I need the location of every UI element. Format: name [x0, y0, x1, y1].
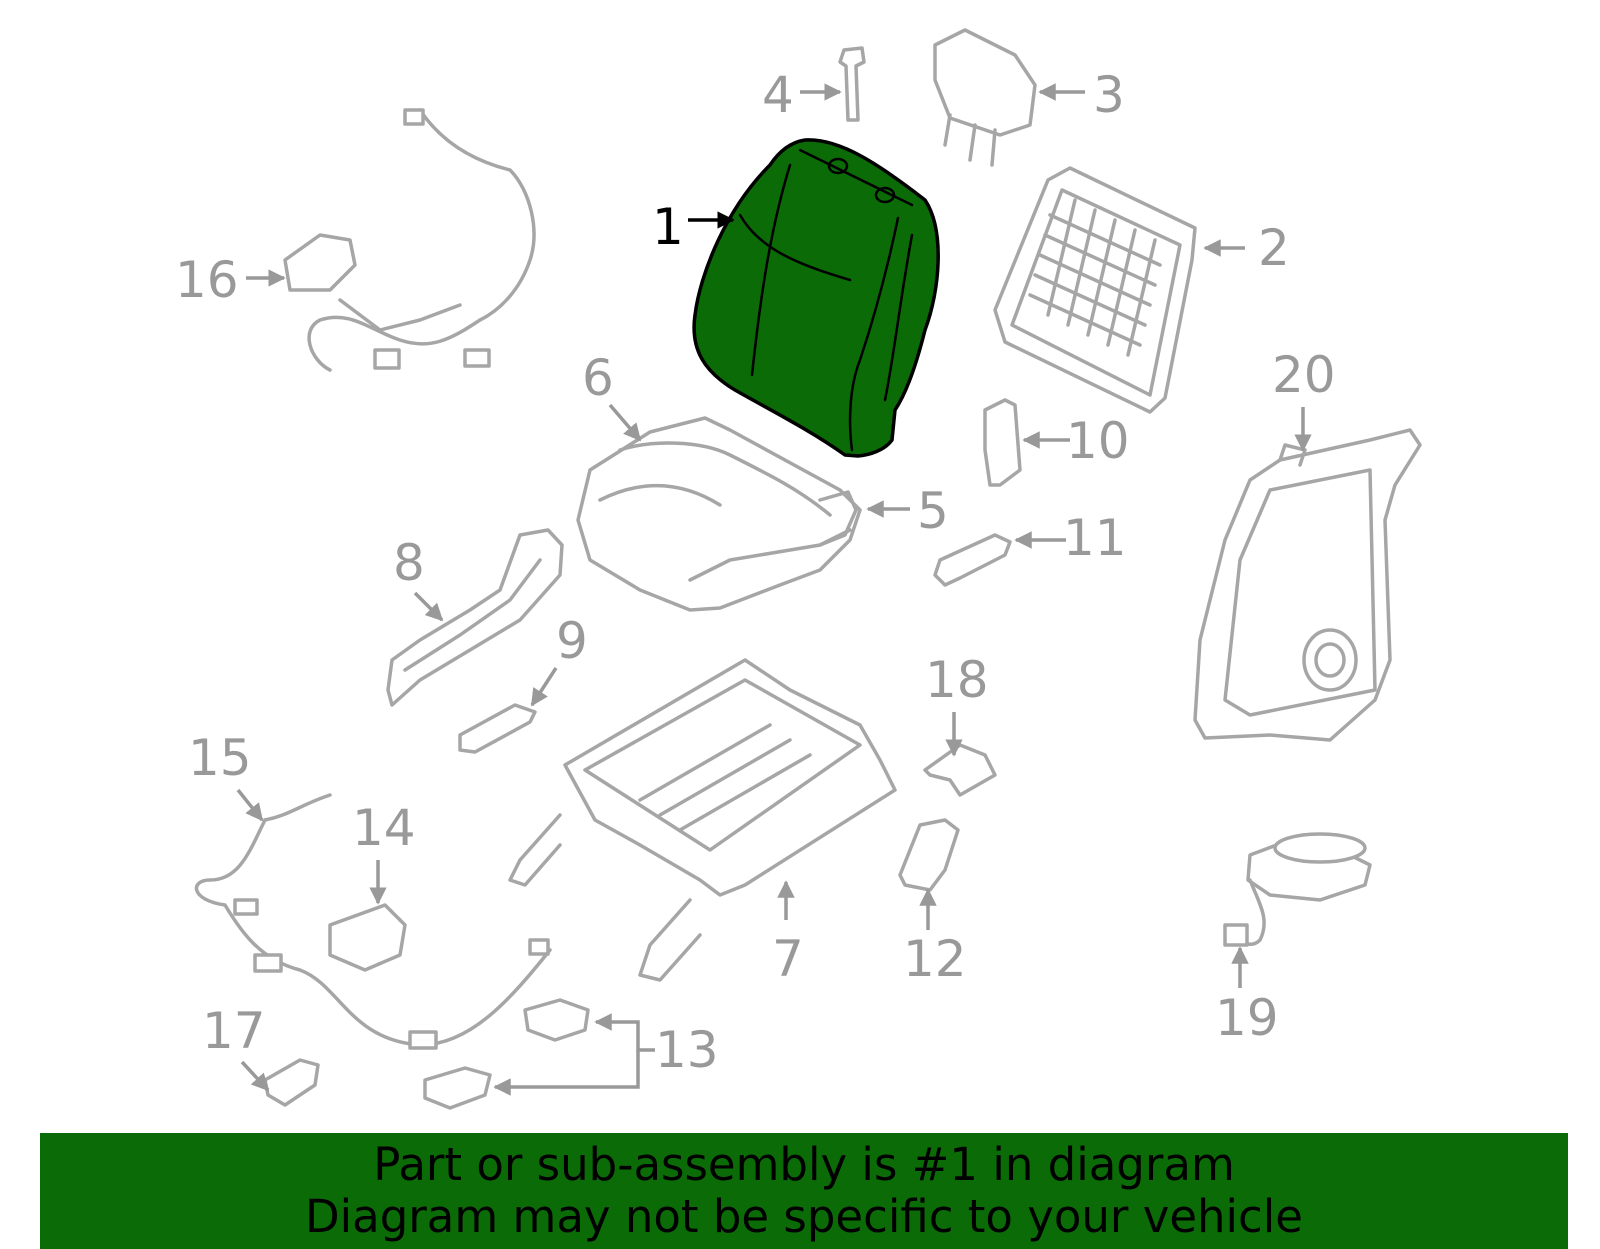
part-7-seat-frame[interactable]	[508, 658, 897, 982]
arrow-13b	[493, 1050, 640, 1096]
callout-10[interactable]: 10	[1066, 412, 1130, 470]
part-13-bracket-lower[interactable]	[423, 1066, 492, 1110]
callout-20[interactable]: 20	[1272, 346, 1336, 404]
part-20-side-panel[interactable]	[1193, 428, 1422, 742]
part-10-cover[interactable]	[983, 398, 1022, 487]
callout-16[interactable]: 16	[175, 251, 239, 309]
part-15-wire-harness[interactable]	[194, 793, 552, 1050]
callout-4[interactable]: 4	[762, 66, 794, 124]
callout-1[interactable]: 1	[652, 198, 684, 256]
callout-18[interactable]: 18	[925, 651, 989, 709]
arrow-17	[240, 1060, 270, 1092]
part-3-headrest[interactable]	[933, 28, 1037, 167]
part-11-trim[interactable]	[933, 533, 1012, 587]
part-17-connector[interactable]	[263, 1058, 320, 1107]
arrow-15	[236, 788, 264, 822]
part-19-lumbar-motor[interactable]	[1223, 832, 1372, 947]
arrow-9	[530, 667, 558, 707]
part-12-cover[interactable]	[898, 818, 960, 892]
part-1-seatback-cover[interactable]	[692, 138, 940, 458]
callout-8[interactable]: 8	[393, 534, 425, 592]
part-2-seatback-frame[interactable]	[993, 166, 1197, 414]
arrow-13a	[594, 1013, 655, 1052]
info-banner: Part or sub-assembly is #1 in diagram Di…	[40, 1133, 1568, 1249]
part-4-headrest-guide[interactable]	[838, 46, 866, 122]
callout-17[interactable]: 17	[202, 1002, 266, 1060]
part-5-cushion-pad[interactable]	[818, 490, 858, 547]
callout-labels: 1 2 3 4 5 6 7 8 9 10 11 12 13 14 15 16 1…	[175, 66, 1336, 1079]
part-14-module[interactable]	[328, 903, 407, 972]
callout-3[interactable]: 3	[1093, 66, 1125, 124]
arrow-8	[413, 591, 444, 622]
banner-line-2: Diagram may not be specific to your vehi…	[305, 1190, 1303, 1243]
part-6-seat-cushion[interactable]	[576, 416, 862, 612]
callout-9[interactable]: 9	[556, 612, 588, 670]
part-8-side-shield[interactable]	[386, 528, 564, 707]
part-9-switch[interactable]	[458, 703, 537, 754]
callout-7[interactable]: 7	[772, 930, 804, 988]
callout-5[interactable]: 5	[917, 482, 949, 540]
callout-2[interactable]: 2	[1258, 219, 1290, 277]
leader-arrows	[236, 83, 1312, 1096]
callout-14[interactable]: 14	[352, 799, 416, 857]
callout-19[interactable]: 19	[1215, 989, 1279, 1047]
banner-line-1: Part or sub-assembly is #1 in diagram	[373, 1138, 1235, 1191]
callout-6[interactable]: 6	[582, 349, 614, 407]
arrow-6	[608, 403, 642, 442]
callout-11[interactable]: 11	[1063, 509, 1127, 567]
callout-15[interactable]: 15	[188, 729, 252, 787]
callout-12[interactable]: 12	[903, 930, 967, 988]
callout-13[interactable]: 13	[655, 1021, 719, 1079]
part-16-wire-harness[interactable]	[283, 108, 536, 372]
part-13-bracket-upper[interactable]	[523, 998, 590, 1042]
part-18-bracket[interactable]	[923, 743, 997, 797]
